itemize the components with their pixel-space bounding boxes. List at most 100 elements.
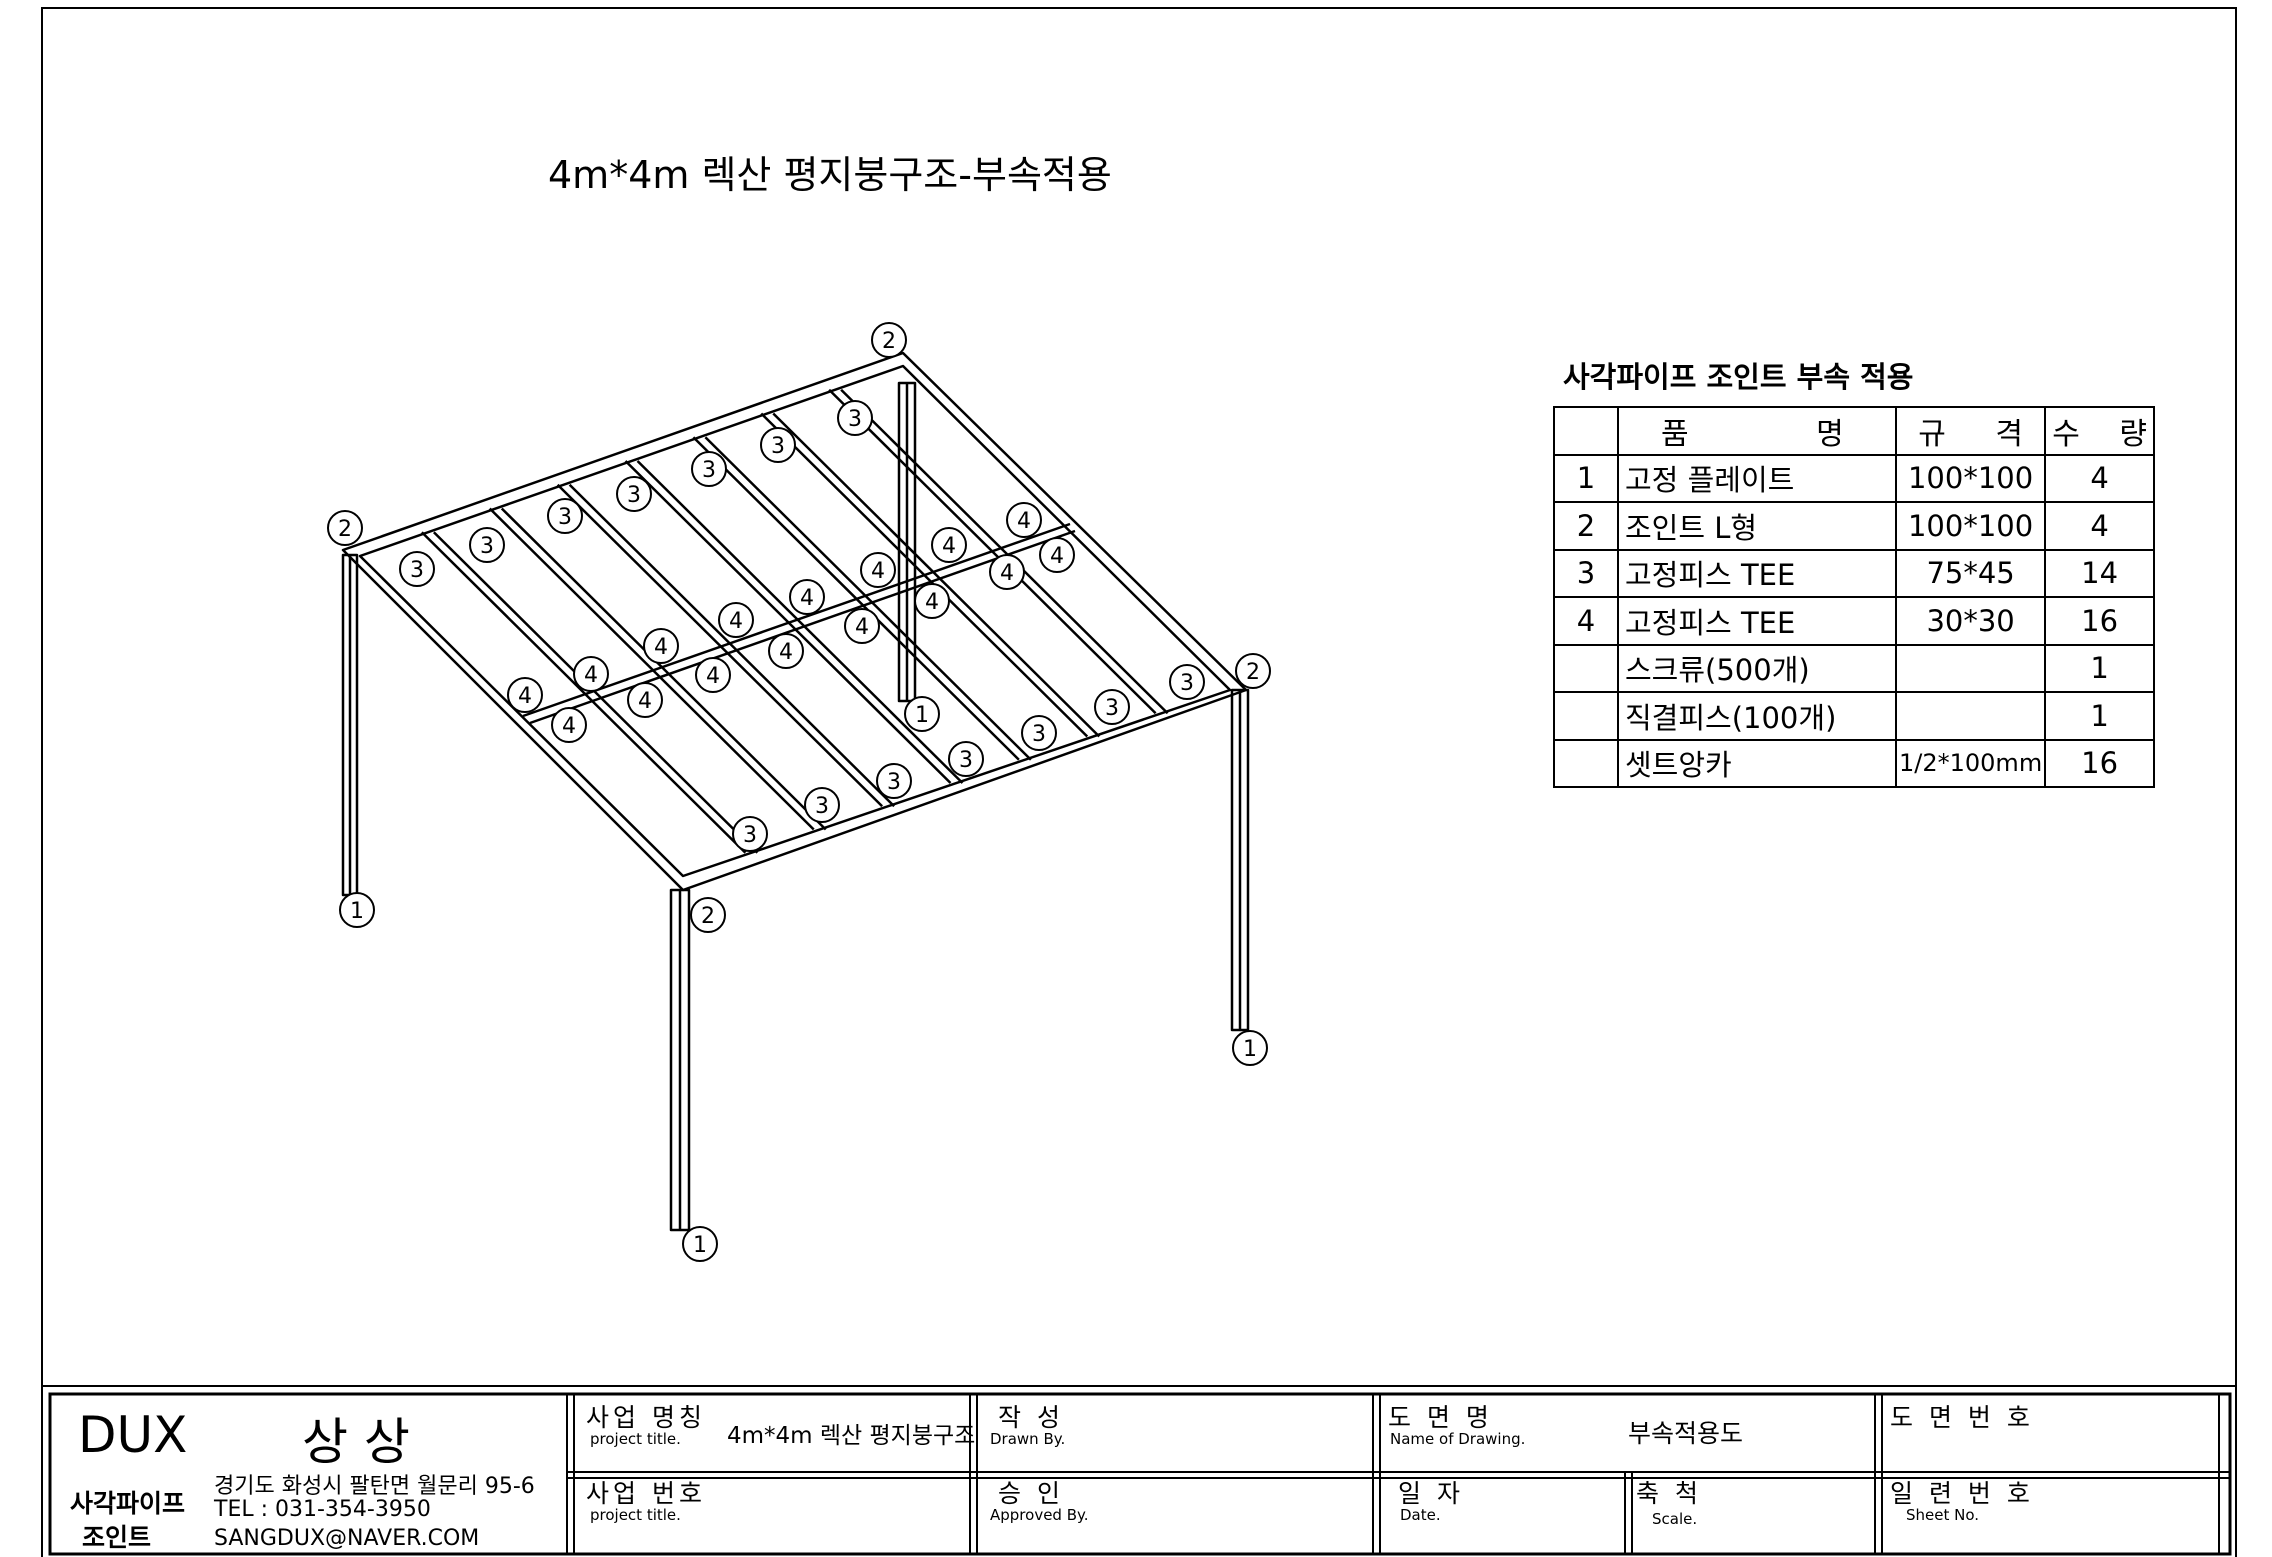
callout-number: 3 <box>627 483 641 508</box>
callout-tee_75: 3 <box>469 527 505 563</box>
callout-number: 3 <box>1105 696 1119 721</box>
company-sub-1: 사각파이프 <box>70 1489 186 1518</box>
drawn-en: Drawn By. <box>990 1430 1066 1448</box>
callout-circle <box>399 551 435 587</box>
callout-circle <box>931 527 967 563</box>
bom-row-qty: 4 <box>2044 501 2155 551</box>
project-no-label: 사업 번호 <box>586 1479 706 1508</box>
callout-number: 2 <box>338 517 352 542</box>
bom-row-spec: 30*30 <box>1894 596 2047 646</box>
rafter-edge <box>772 412 1101 738</box>
callout-number: 1 <box>1243 1037 1257 1062</box>
callout-circle <box>627 682 663 718</box>
callout-tee_75: 3 <box>760 427 796 463</box>
sheet-no-label: 일 련 번 호 <box>1890 1479 2034 1508</box>
callout-joint_l: 2 <box>327 510 363 546</box>
bom-title: 사각파이프 조인트 부속 적용 <box>1563 360 1914 394</box>
callout-circle <box>643 628 679 664</box>
bom-row-no: 4 <box>1553 596 1619 646</box>
callout-number: 4 <box>638 689 652 714</box>
callout-circle <box>573 656 609 692</box>
callout-circle <box>760 427 796 463</box>
callout-tee_30: 4 <box>627 682 663 718</box>
callout-circle <box>507 677 543 713</box>
callout-tee_75: 3 <box>876 763 912 799</box>
callout-circle <box>844 608 880 644</box>
callout-number: 4 <box>1050 544 1064 569</box>
callout-joint_plate: 1 <box>339 892 375 928</box>
callout-circle <box>804 787 840 823</box>
callout-number: 4 <box>800 586 814 611</box>
sheet-no-en: Sheet No. <box>1906 1506 1980 1524</box>
callout-number: 1 <box>915 703 929 728</box>
bom-row-spec <box>1894 643 2047 693</box>
bom-row-name: 스크류(500개) <box>1617 643 1897 693</box>
bom-row-qty: 16 <box>2044 738 2155 788</box>
company-name: 상 상 <box>302 1413 410 1471</box>
callout-circle <box>690 897 726 933</box>
callout-number: 4 <box>942 534 956 559</box>
bom-header-row: 품 명 규 격 수 량 <box>1553 406 2155 456</box>
rafter-edge <box>420 531 747 854</box>
drawing-no-label: 도 면 번 호 <box>1890 1403 2034 1432</box>
callout-circle <box>837 400 873 436</box>
rafter-edge <box>760 412 1089 738</box>
bom-header-spec-a: 규 <box>1918 416 1946 452</box>
scale-en: Scale. <box>1652 1510 1698 1528</box>
callout-joint_plate: 1 <box>1232 1030 1268 1066</box>
rafter-edge <box>704 436 1032 761</box>
callout-tee_75: 3 <box>732 816 768 852</box>
callout-number: 3 <box>1032 722 1046 747</box>
callout-number: 1 <box>350 899 364 924</box>
bom-header-qty: 수 량 <box>2044 406 2155 456</box>
callout-number: 3 <box>887 770 901 795</box>
company-brand: DUX <box>78 1406 188 1464</box>
bom-row-qty: 4 <box>2044 453 2155 503</box>
rafter-edge <box>432 531 759 854</box>
post-right <box>1230 688 1250 1032</box>
rafter-edge <box>568 483 896 808</box>
company-sub-2: 조인트 <box>82 1523 152 1552</box>
bom-row-no: 1 <box>1553 453 1619 503</box>
callout-tee_75: 3 <box>837 400 873 436</box>
callout-tee_30: 4 <box>860 552 896 588</box>
bom-row-no: 2 <box>1553 501 1619 551</box>
pergola-frame <box>341 351 1250 1232</box>
callout-tee_30: 4 <box>718 602 754 638</box>
callout-number: 4 <box>871 559 885 584</box>
callout-number: 4 <box>925 590 939 615</box>
callout-tee_75: 3 <box>1094 689 1130 725</box>
callout-number: 4 <box>1017 509 1031 534</box>
sheet-border <box>41 7 2237 1557</box>
bom-row-no <box>1553 738 1619 788</box>
date-en: Date. <box>1400 1506 1441 1524</box>
callout-number: 3 <box>815 794 829 819</box>
callout-tee_30: 4 <box>643 628 679 664</box>
callout-joint_plate: 1 <box>682 1226 718 1262</box>
callout-tee_30: 4 <box>789 579 825 615</box>
callout-number: 4 <box>855 615 869 640</box>
callout-circle <box>914 583 950 619</box>
callout-circle <box>1006 502 1042 538</box>
bom-row-no <box>1553 643 1619 693</box>
bom-row-qty: 16 <box>2044 596 2155 646</box>
bom-row-spec: 1/2*100mm <box>1894 738 2047 788</box>
callout-joint_l: 2 <box>1235 653 1271 689</box>
bom-header-qty-b: 량 <box>2119 416 2147 452</box>
callout-joint_plate: 1 <box>904 696 940 732</box>
callout-circle <box>789 579 825 615</box>
bom-row: 2 조인트 L형 100*100 4 <box>1553 501 2155 551</box>
drawing-title: 4m*4m 렉산 평지붕구조-부속적용 <box>548 153 1112 197</box>
callout-circle <box>948 741 984 777</box>
callout-tee_30: 4 <box>768 633 804 669</box>
callout-tee_75: 3 <box>547 498 583 534</box>
callout-circle <box>989 554 1025 590</box>
rafter-edge <box>840 388 1169 715</box>
approved-en: Approved By. <box>990 1506 1089 1524</box>
rafter-edge <box>692 436 1020 761</box>
project-no-en: project title. <box>590 1506 681 1524</box>
callout-number: 3 <box>848 407 862 432</box>
bom-row-spec <box>1894 691 2047 741</box>
